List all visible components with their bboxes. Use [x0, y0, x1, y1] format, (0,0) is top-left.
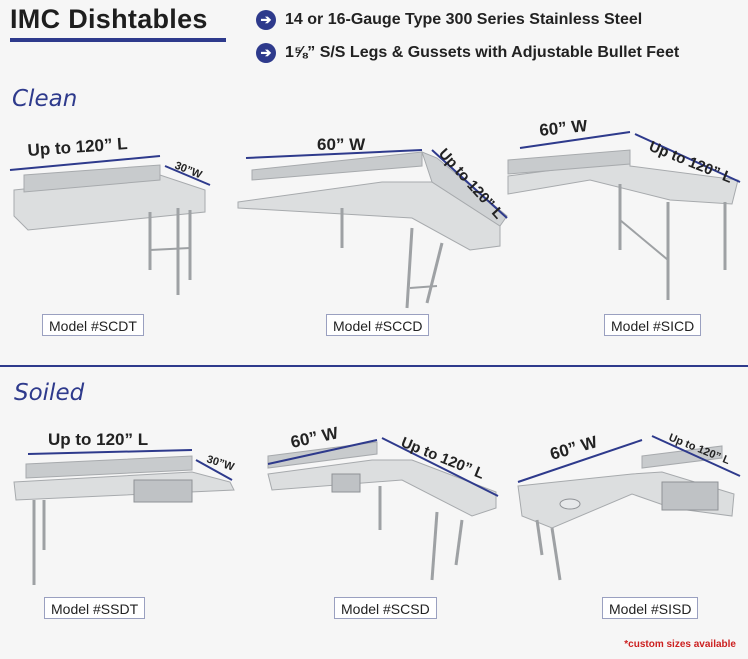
dimension-label: 60” W — [317, 135, 366, 154]
product-image-sicd: 60” W Up to 120” L — [507, 120, 741, 300]
dimension-line — [164, 165, 211, 186]
dimension-line — [634, 133, 741, 183]
dimension-line — [267, 439, 378, 465]
dimension-line — [431, 149, 508, 219]
section-heading-soiled: Soiled — [14, 380, 85, 406]
table-top — [13, 471, 235, 501]
model-label: Model #SCCD — [326, 314, 430, 336]
sink-basin — [331, 473, 361, 493]
product-image-scdt: Up to 120” L 30”W — [9, 134, 211, 295]
circle-arrow-right-icon: ➔ — [256, 43, 276, 63]
sink-basin — [661, 481, 719, 511]
model-label: Model #SICD — [604, 314, 702, 336]
product-image-sccd: 60” W Up to 120” L — [237, 135, 508, 309]
backsplash — [23, 164, 161, 193]
page-title: IMC Dishtables — [10, 4, 208, 34]
dimension-label: 60” W — [538, 120, 589, 140]
circle-arrow-right-icon: ➔ — [256, 10, 276, 30]
dimension-label: Up to 120” L — [48, 430, 148, 449]
feature-bullet: ➔ 14 or 16-Gauge Type 300 Series Stainle… — [256, 10, 642, 30]
section-divider — [0, 365, 748, 367]
product-image-sisd: 60” W Up to 120” L — [517, 432, 741, 581]
product-image-scsd: 60” W Up to 120” L — [267, 423, 499, 581]
model-label: Model #SCDT — [42, 314, 144, 336]
custom-sizes-note: *custom sizes available — [624, 639, 736, 650]
scrap-ring — [559, 498, 581, 510]
dimension-line — [245, 149, 423, 159]
dimension-line — [27, 449, 193, 455]
dimension-line — [517, 439, 643, 483]
product-image-ssdt: Up to 120” L 30”W — [13, 430, 236, 585]
backsplash — [251, 151, 423, 181]
model-label: Model #SISD — [602, 597, 699, 619]
feature-bullet: ➔ 1⅝” S/S Legs & Gussets with Adjustable… — [256, 43, 679, 63]
dimension-label: 30”W — [205, 453, 236, 473]
model-label: Model #SSDT — [44, 597, 146, 619]
table-top — [237, 181, 501, 251]
dimension-label: Up to 120” L — [27, 134, 128, 160]
sink-basin — [133, 479, 193, 503]
feature-text: 1⅝” S/S Legs & Gussets with Adjustable B… — [285, 44, 680, 61]
feature-text: 14 or 16-Gauge Type 300 Series Stainless… — [285, 11, 643, 28]
dimension-line — [651, 435, 741, 477]
dimension-line — [519, 131, 631, 149]
dimension-line — [9, 155, 161, 171]
table-top — [267, 459, 497, 517]
dimension-line — [195, 459, 233, 481]
backsplash — [641, 445, 723, 469]
backsplash — [507, 149, 631, 175]
model-label: Model #SCSD — [334, 597, 437, 619]
title-underline — [10, 38, 226, 42]
dimension-line — [381, 437, 499, 497]
dimension-label: 60” W — [548, 432, 600, 464]
dimension-label: 30”W — [173, 160, 204, 182]
section-heading-clean: Clean — [12, 86, 78, 112]
backsplash — [25, 455, 193, 479]
